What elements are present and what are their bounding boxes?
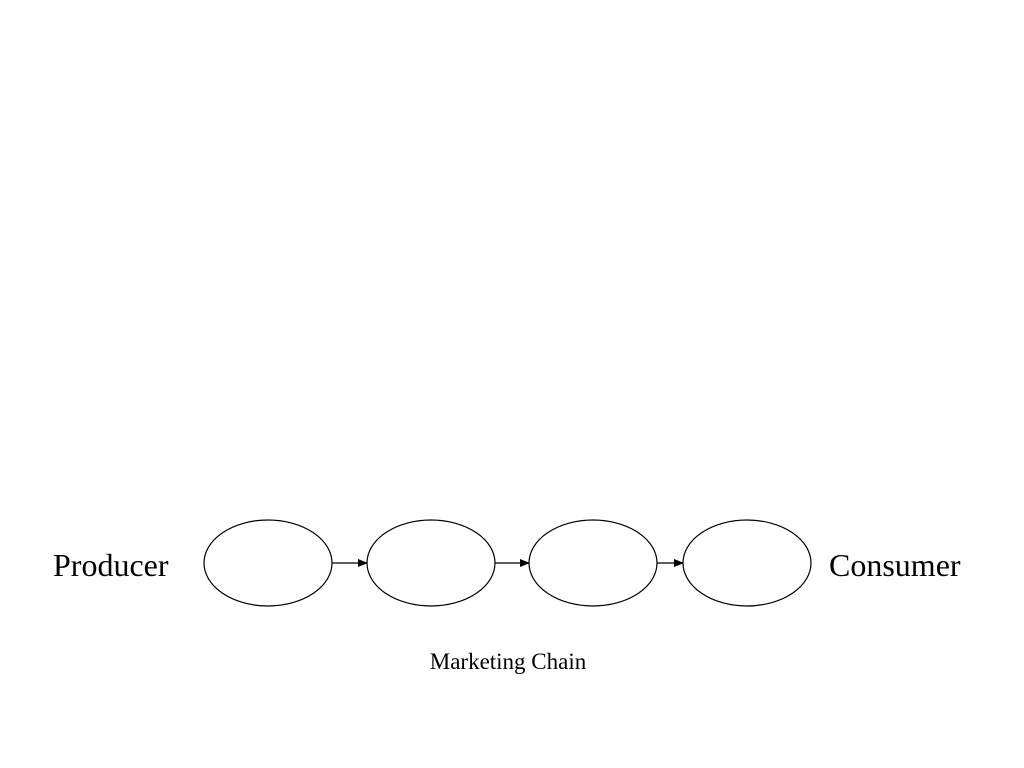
consumer-label: Consumer bbox=[829, 547, 961, 583]
chain-node-3 bbox=[528, 519, 658, 607]
diagram-caption: Marketing Chain bbox=[429, 649, 587, 674]
chain-node-2 bbox=[366, 519, 496, 607]
chain-node-4 bbox=[682, 519, 812, 607]
chain-node-1 bbox=[203, 519, 333, 607]
producer-label: Producer bbox=[53, 547, 169, 583]
